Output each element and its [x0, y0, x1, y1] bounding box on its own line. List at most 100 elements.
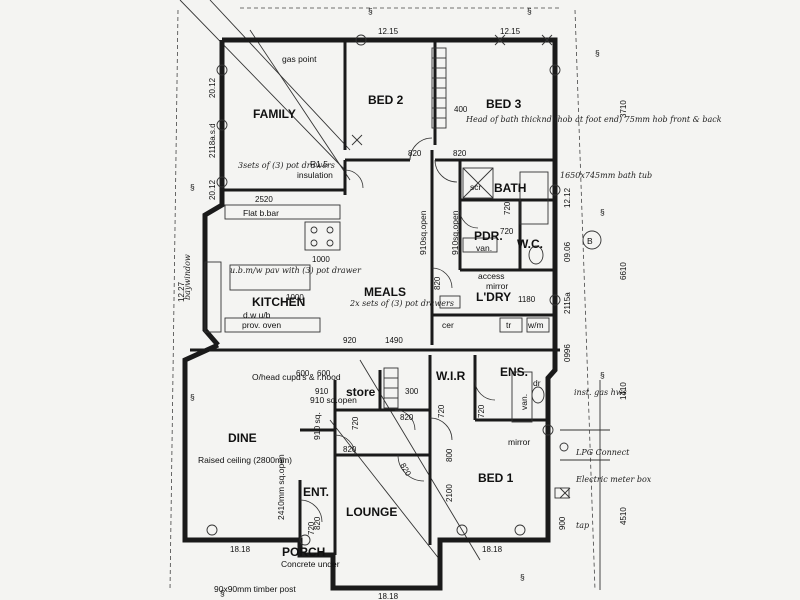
- svg-text:§: §: [595, 48, 600, 58]
- room-meals: MEALS: [364, 285, 406, 299]
- room-wc: W.C.: [517, 237, 543, 251]
- note-inst-gas: inst. gas hws: [574, 388, 627, 397]
- linen-shelves: [383, 47, 447, 409]
- note-pot-drawers-family: 3sets of (3) pot drawers: [238, 161, 335, 170]
- dim-600-a: 600: [296, 369, 310, 378]
- note-head-of-bath: Head of bath thicknd (hob at foot end) 7…: [465, 115, 722, 124]
- note-gas-point: gas point: [282, 54, 317, 64]
- note-flat-bbar: Flat b.bar: [243, 208, 279, 218]
- dim-2100: 2100: [445, 484, 454, 502]
- note-pot-drawers-meals: 2x sets of (3) pot drawers: [349, 299, 454, 308]
- dim-left-a: 20.12: [208, 77, 217, 98]
- light-points: [206, 34, 571, 546]
- dim-820-b: 820: [453, 149, 467, 158]
- dim-820-g: 820: [313, 516, 322, 530]
- plan-dimensions: 12.15 12.15 20.12 2118a.s.d 20.12 12.27 …: [177, 27, 628, 600]
- room-store: store: [346, 385, 376, 399]
- kitchen-island-icon: [229, 264, 311, 291]
- shower-icon: [462, 167, 494, 199]
- note-bath-tub: 1650x745mm bath tub: [560, 171, 652, 180]
- note-dw-ub: d.w u/b: [243, 310, 271, 320]
- note-concrete: Concrete under: [281, 559, 340, 569]
- note-access: access: [478, 271, 504, 281]
- note-dr: dr: [533, 378, 541, 388]
- dim-300: 300: [405, 387, 419, 396]
- note-electric-meter: Electric meter box: [575, 475, 652, 484]
- bath-tub-icon: [519, 171, 549, 225]
- dim-720-d: 720: [437, 404, 446, 418]
- dim-1000-a: 1000: [312, 255, 330, 264]
- ensuite-toilet-icon: [531, 386, 545, 404]
- dim-820-a: 820: [408, 149, 422, 158]
- internal-walls: [222, 40, 555, 555]
- dim-1490: 1490: [385, 336, 403, 345]
- dim-720-c: 720: [351, 416, 360, 430]
- room-dine: DINE: [228, 431, 257, 445]
- vanity-icon: [462, 237, 498, 253]
- note-r15: R1.5: [310, 159, 328, 169]
- dim-720-b: 720: [500, 227, 514, 236]
- dim-1410: 1410: [619, 382, 628, 400]
- note-ubm-wpav: u.b.m/w pav with (3) pot drawer: [230, 266, 362, 275]
- note-bay-window: baywindow: [183, 254, 192, 300]
- note-sq-open-910c: 910 sq.open: [310, 395, 357, 405]
- bay-window-icon: [204, 261, 222, 333]
- room-bath: BATH: [494, 181, 526, 195]
- note-van-ens: van.: [519, 394, 529, 410]
- dim-right-b: 09.06: [563, 241, 572, 262]
- note-sq-open-910d: 910 sq.: [312, 412, 322, 440]
- dim-4510: 4510: [619, 507, 628, 525]
- dim-3710: 3710: [619, 100, 628, 118]
- note-lpg: LPG Connect: [575, 448, 630, 457]
- note-scr: scr: [470, 182, 482, 192]
- svg-text:§: §: [520, 572, 525, 582]
- dim-right-d: 0996: [563, 344, 572, 362]
- note-cer: cer: [442, 320, 454, 330]
- room-family: FAMILY: [253, 107, 296, 121]
- boundary-lines: [169, 0, 610, 591]
- dim-1180: 1180: [518, 295, 536, 304]
- dim-left-c: 20.12: [208, 179, 217, 200]
- note-van-pdr: van.: [476, 243, 492, 253]
- cooktop-icon: [304, 221, 341, 251]
- breakfast-bar-icon: [224, 204, 341, 220]
- note-ohead: O/head cupd's & r.hood: [252, 372, 341, 382]
- note-mirror-ldry: mirror: [486, 281, 508, 291]
- svg-text:§: §: [190, 392, 195, 402]
- survey-marks: § § § § § § § § §: [190, 6, 605, 598]
- note-sq-open-910b: 910sq.open: [450, 210, 460, 255]
- room-bed3: BED 3: [486, 97, 522, 111]
- dim-820-e: 820: [343, 445, 357, 454]
- dim-1000-b: 1000: [286, 293, 304, 302]
- dim-820-d: 820: [400, 413, 414, 422]
- room-wir: W.I.R: [436, 369, 466, 383]
- washing-machine-icon: [526, 317, 550, 333]
- meter-box-icon: [554, 487, 570, 499]
- dim-600-b: 600: [317, 369, 331, 378]
- svg-text:§: §: [600, 207, 605, 217]
- room-ldry: L'DRY: [476, 290, 511, 304]
- svg-text:§: §: [368, 6, 373, 16]
- room-bed1: BED 1: [478, 471, 514, 485]
- dim-top-left: 12.15: [378, 27, 399, 36]
- svg-text:§: §: [220, 588, 225, 598]
- grid-marker-label: B: [587, 236, 593, 246]
- note-raised-ceiling: Raised ceiling (2800mm): [198, 455, 292, 465]
- dim-720-a: 720: [503, 201, 512, 215]
- room-bed2: BED 2: [368, 93, 404, 107]
- plan-notes: gas point R1.5 insulation 3sets of (3) p…: [183, 54, 722, 594]
- dim-920: 920: [343, 336, 357, 345]
- note-tap: tap: [576, 521, 589, 530]
- fixtures: [204, 167, 570, 499]
- room-porch: PORCH: [282, 545, 325, 559]
- svg-text:§: §: [190, 182, 195, 192]
- trough-icon: [499, 317, 523, 333]
- note-insulation: insulation: [297, 170, 333, 180]
- kitchen-bench-icon: [224, 317, 321, 333]
- dim-900: 900: [558, 516, 567, 530]
- lpg-connect-icon: [559, 442, 569, 452]
- note-mirror-ens: mirror: [508, 437, 530, 447]
- room-pdr: PDR.: [474, 229, 503, 243]
